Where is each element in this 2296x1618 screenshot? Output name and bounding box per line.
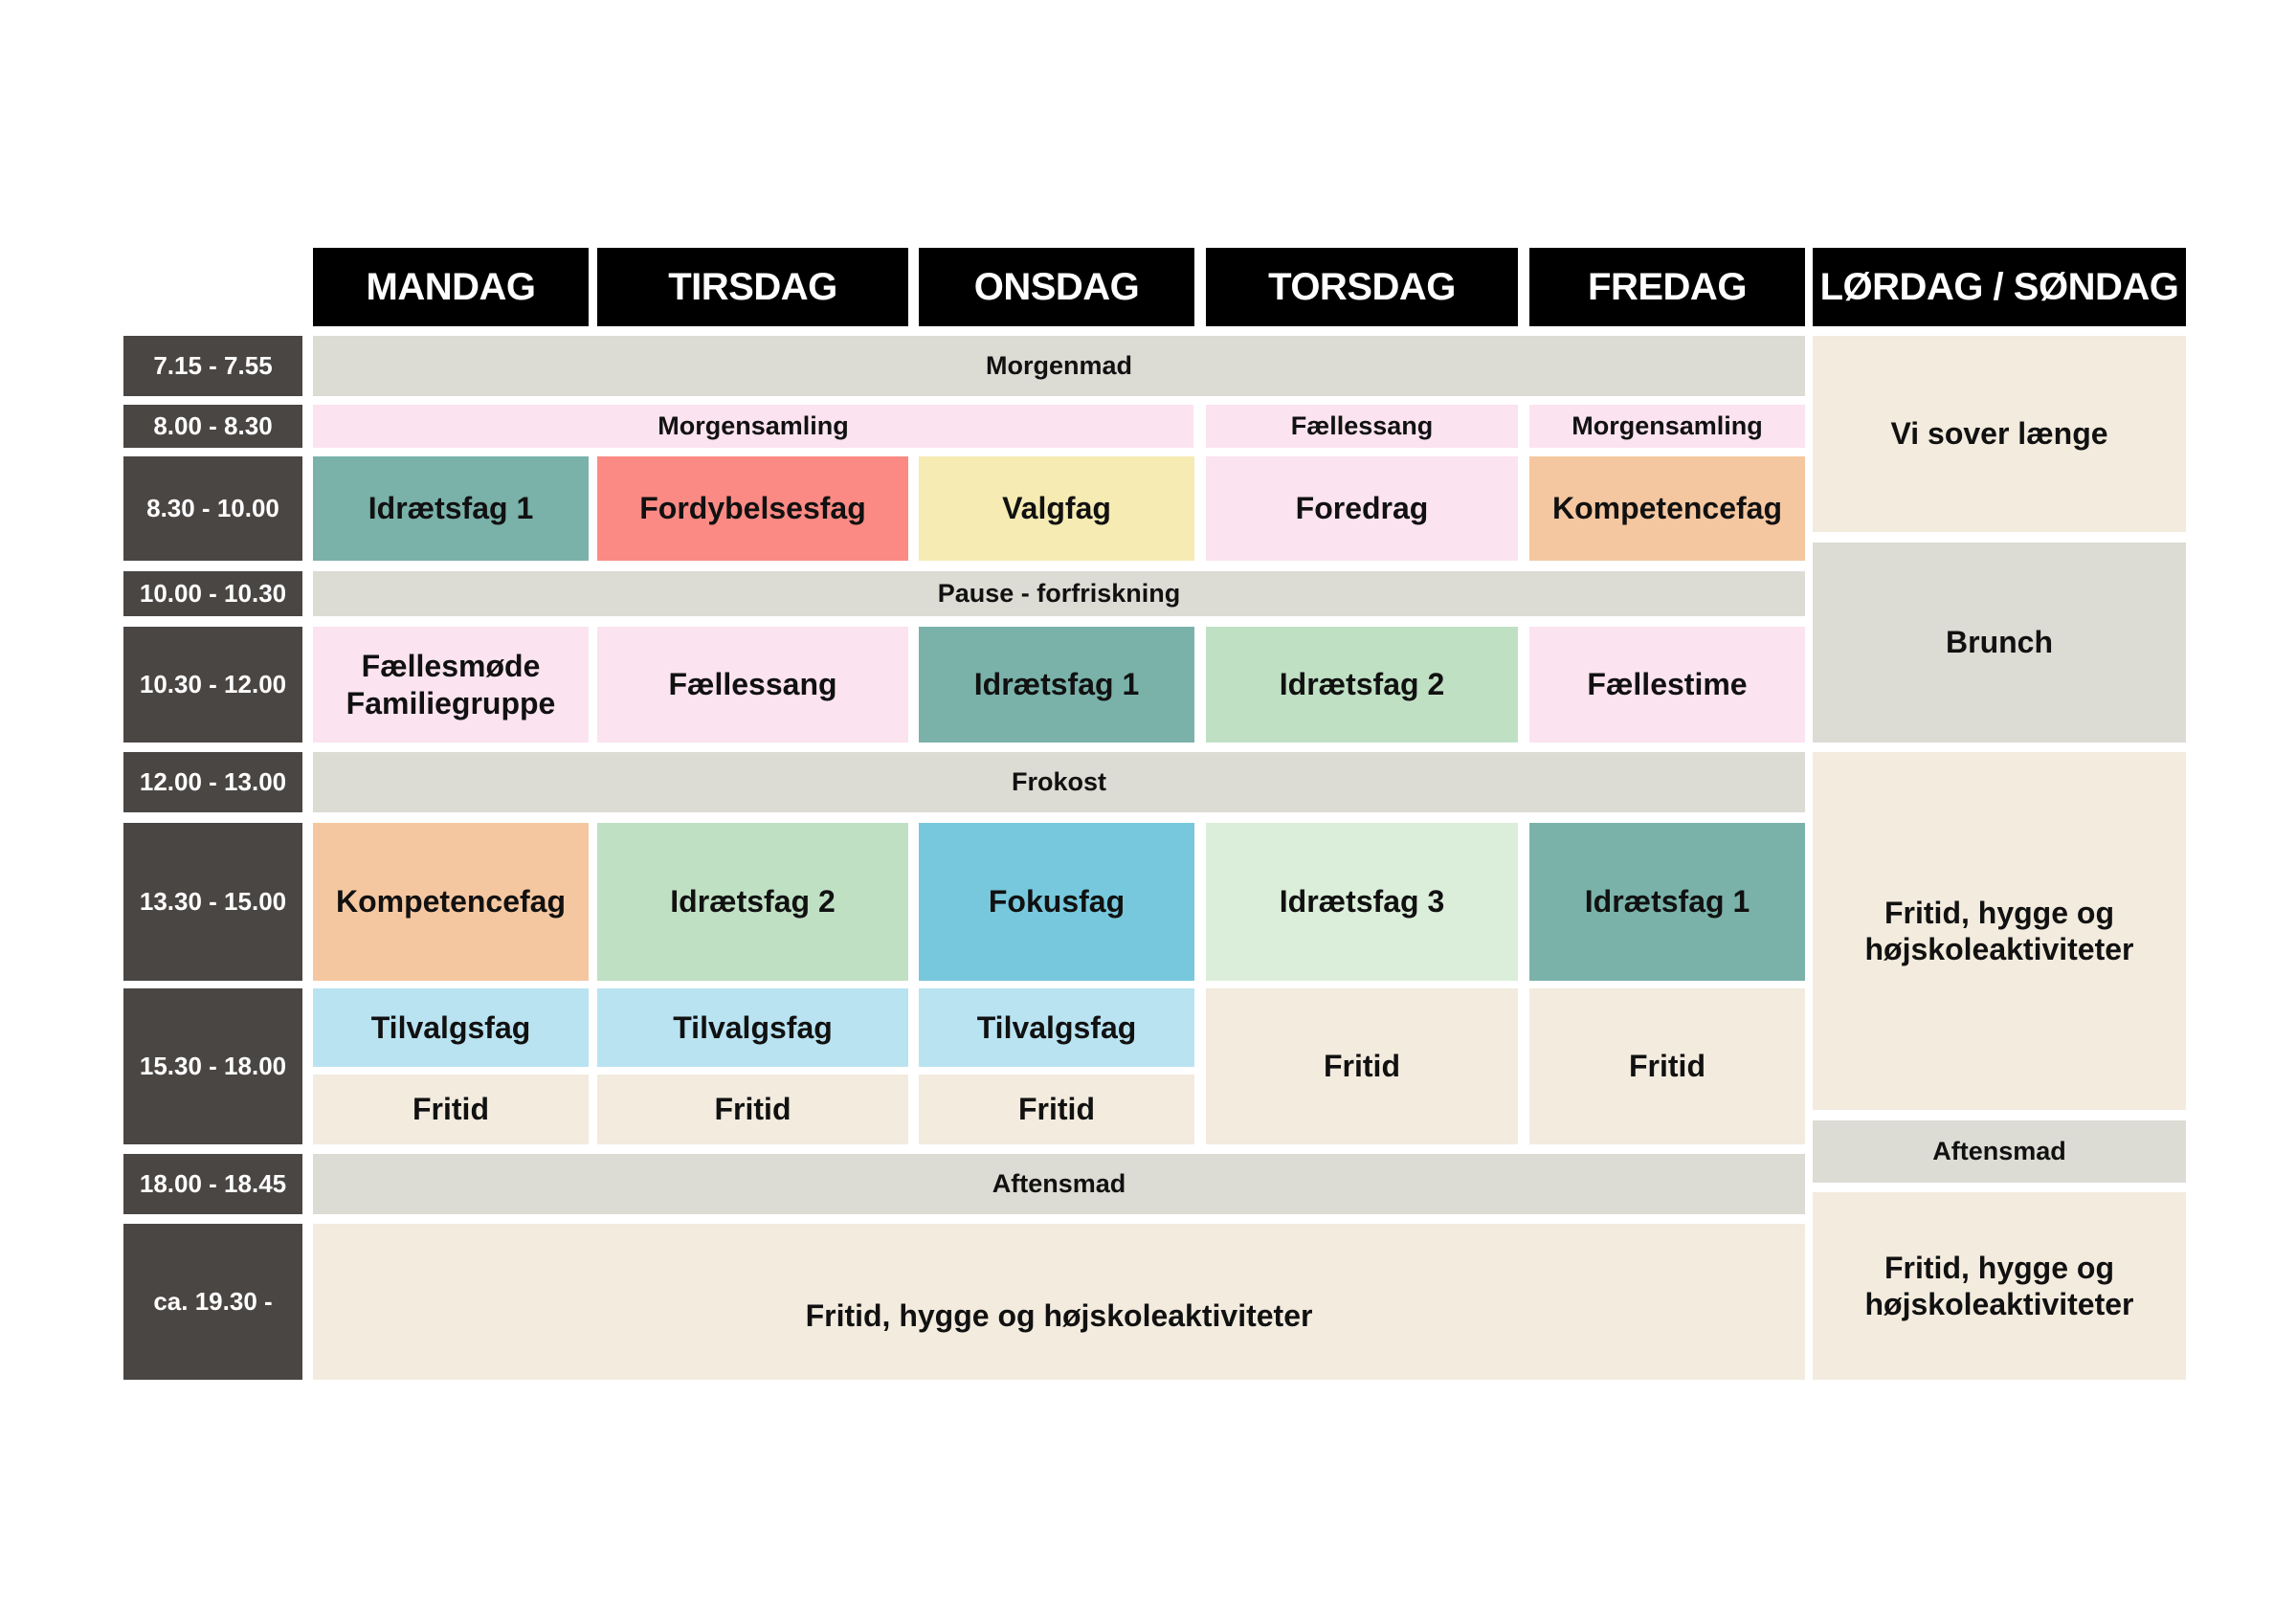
fritid-block-wed: Fritid (919, 1075, 1194, 1144)
class-block-wed-1330: Fokusfag (919, 823, 1194, 981)
weekend-brunch-block: Brunch (1813, 543, 2186, 743)
weekend-sleep-block: Vi sover længe (1813, 336, 2186, 532)
class-block-mon-1330: Kompetencefag (313, 823, 589, 981)
class-block-fri-1030: Fællestime (1529, 627, 1805, 743)
weekend-aftensmad-block: Aftensmad (1813, 1120, 2186, 1183)
morgenmad-block: Morgenmad (313, 336, 1805, 396)
frokost-block: Frokost (313, 752, 1805, 812)
class-block-mon-1030: Fællesmøde Familiegruppe (313, 627, 589, 743)
class-block-thu-0830: Foredrag (1206, 456, 1518, 561)
time-slot: 8.00 - 8.30 (123, 405, 302, 448)
time-slot: 15.30 - 18.00 (123, 988, 302, 1144)
day-header-tirsdag: TIRSDAG (597, 248, 908, 326)
class-block-wed-1030: Idrætsfag 1 (919, 627, 1194, 743)
day-header-torsdag: TORSDAG (1206, 248, 1518, 326)
tilvalgsfag-block-tue: Tilvalgsfag (597, 988, 908, 1067)
time-slot: 12.00 - 13.00 (123, 752, 302, 812)
class-block-thu-1030: Idrætsfag 2 (1206, 627, 1518, 743)
time-slot: ca. 19.30 - (123, 1224, 302, 1380)
evening-activities-block: Fritid, hygge og højskoleaktiviteter (313, 1224, 1805, 1380)
weekend-afternoon-block: Fritid, hygge og højskoleaktiviteter (1813, 752, 2186, 1110)
pause-block: Pause - forfriskning (313, 571, 1805, 616)
fritid-block-fri: Fritid (1529, 988, 1805, 1144)
morgensamling-friday-block: Morgensamling (1529, 405, 1805, 448)
time-slot: 18.00 - 18.45 (123, 1154, 302, 1214)
faellessang-block: Fællessang (1206, 405, 1518, 448)
class-block-wed-0830: Valgfag (919, 456, 1194, 561)
fritid-block-mon: Fritid (313, 1075, 589, 1144)
weekend-evening-block: Fritid, hygge og højskoleaktiviteter (1813, 1192, 2186, 1380)
class-block-tue-1030: Fællessang (597, 627, 908, 743)
day-header-onsdag: ONSDAG (919, 248, 1194, 326)
time-slot: 10.00 - 10.30 (123, 571, 302, 616)
class-block-mon-0830: Idrætsfag 1 (313, 456, 589, 561)
time-slot: 8.30 - 10.00 (123, 456, 302, 561)
morgensamling-block: Morgensamling (313, 405, 1193, 448)
fritid-block-thu: Fritid (1206, 988, 1518, 1144)
day-header-fredag: FREDAG (1529, 248, 1805, 326)
day-header-mandag: MANDAG (313, 248, 589, 326)
class-block-fri-0830: Kompetencefag (1529, 456, 1805, 561)
time-slot: 13.30 - 15.00 (123, 823, 302, 981)
time-slot: 10.30 - 12.00 (123, 627, 302, 743)
tilvalgsfag-block-wed: Tilvalgsfag (919, 988, 1194, 1067)
tilvalgsfag-block-mon: Tilvalgsfag (313, 988, 589, 1067)
day-header-weekend: LØRDAG / SØNDAG (1813, 248, 2186, 326)
aftensmad-block: Aftensmad (313, 1154, 1805, 1214)
class-block-fri-1330: Idrætsfag 1 (1529, 823, 1805, 981)
class-block-thu-1330: Idrætsfag 3 (1206, 823, 1518, 981)
class-block-tue-1330: Idrætsfag 2 (597, 823, 908, 981)
fritid-block-tue: Fritid (597, 1075, 908, 1144)
class-block-tue-0830: Fordybelsesfag (597, 456, 908, 561)
time-slot: 7.15 - 7.55 (123, 336, 302, 396)
